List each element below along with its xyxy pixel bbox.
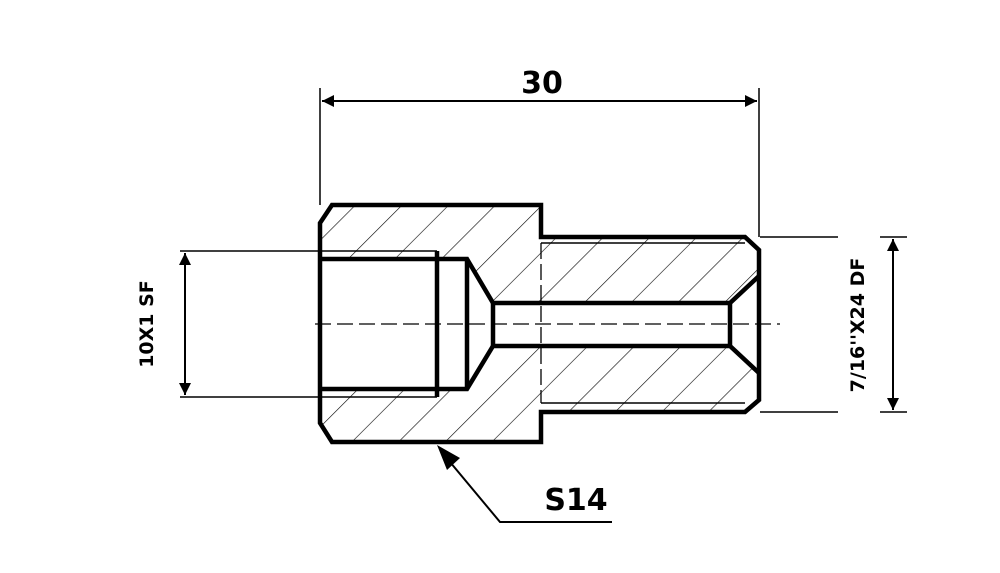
length-label: 30 [521, 66, 563, 101]
left-thread-label: 10X1 SF [136, 280, 158, 368]
length-dimension [319, 88, 760, 237]
wrench-size-leader [437, 445, 612, 523]
wrench-size-label: S14 [544, 483, 607, 518]
section-hatching [320, 205, 759, 442]
thread-lines [320, 242, 745, 404]
right-thread-label: 7/16''X24 DF [847, 258, 869, 393]
left-thread-dimension [179, 250, 320, 398]
right-thread-dimension [760, 236, 907, 413]
